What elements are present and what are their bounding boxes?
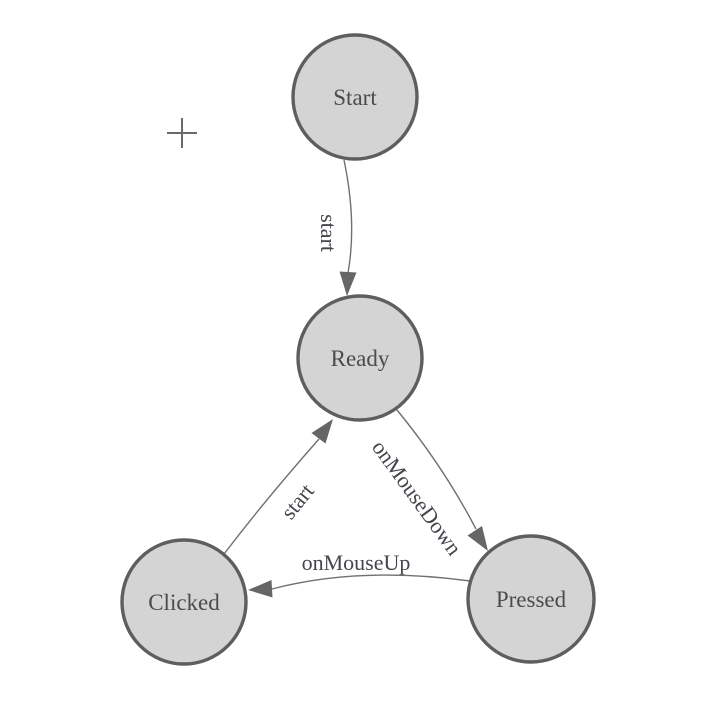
- crosshair-cursor: [167, 118, 197, 148]
- state-circle[interactable]: [120, 538, 248, 666]
- transition-label[interactable]: start: [276, 479, 319, 524]
- transition-clicked-to-ready[interactable]: start: [223, 419, 333, 555]
- state-label: Ready: [331, 346, 390, 371]
- state-circle[interactable]: [296, 294, 424, 422]
- transition-start-to-ready[interactable]: start: [316, 159, 357, 296]
- transition-ready-to-pressed[interactable]: onMouseDown: [367, 409, 488, 560]
- transition-line[interactable]: [223, 438, 320, 555]
- state-circle[interactable]: [466, 534, 596, 664]
- state-label: Start: [333, 85, 377, 110]
- transition-line[interactable]: [396, 409, 477, 530]
- state-circle[interactable]: [291, 33, 419, 161]
- arrowhead-icon: [467, 526, 488, 551]
- transition-label[interactable]: onMouseUp: [302, 550, 411, 575]
- state-node-ready[interactable]: Ready: [296, 294, 424, 422]
- state-label: Clicked: [148, 590, 220, 615]
- state-node-start[interactable]: Start: [291, 33, 419, 161]
- transition-line[interactable]: [271, 574, 471, 590]
- transition-line[interactable]: [343, 159, 353, 274]
- state-node-pressed[interactable]: Pressed: [466, 534, 596, 664]
- state-label: Pressed: [496, 587, 567, 612]
- arrowhead-icon: [339, 271, 357, 296]
- transition-label[interactable]: onMouseDown: [367, 435, 467, 559]
- state-node-clicked[interactable]: Clicked: [120, 538, 248, 666]
- transition-pressed-to-clicked[interactable]: onMouseUp: [248, 550, 471, 598]
- arrowhead-icon: [248, 580, 273, 598]
- transition-label[interactable]: start: [316, 214, 341, 252]
- arrowhead-icon: [311, 419, 333, 444]
